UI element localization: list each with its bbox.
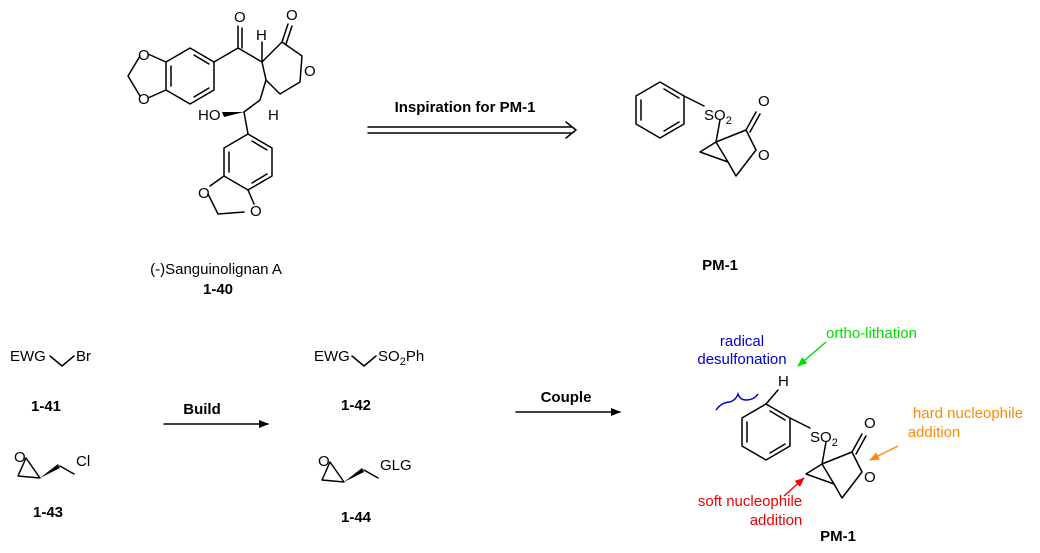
c141-ewg: EWG (10, 348, 46, 365)
pm1-bottom-h: H (778, 373, 789, 390)
c143-number: 1-43 (33, 504, 63, 521)
sang-carbonyl-o: O (234, 9, 246, 26)
hard-arrow (869, 445, 899, 461)
c143-o: O (14, 449, 26, 466)
pm1-bottom-label: PM-1 (820, 528, 856, 545)
sang-lactone-o: O (304, 63, 316, 80)
pm1-bottom-lactone-o: O (864, 469, 876, 486)
ortho-arrow (797, 341, 827, 367)
soft-arrow (783, 477, 805, 497)
pm1-top-lactone-o: O (758, 147, 770, 164)
c144-structure (321, 461, 379, 483)
pm1-bottom-structure (741, 389, 867, 499)
radical-brace (715, 391, 759, 411)
soft-annotation-2: addition (750, 512, 803, 529)
pm1-top-so2: SO2 (704, 107, 732, 127)
c144-glg: GLG (380, 457, 412, 474)
couple-label: Couple (541, 389, 592, 406)
pm1-bottom-so2: SO2 (810, 429, 838, 449)
build-label: Build (183, 401, 221, 418)
c143-cl: Cl (76, 453, 90, 470)
sang-lactone-carbonyl-o: O (286, 7, 298, 24)
sang-dioxole-o3: O (198, 185, 210, 202)
c142-bond (351, 355, 377, 367)
c142-ewg: EWG (314, 348, 350, 365)
c142-number: 1-42 (341, 397, 371, 414)
c144-o: O (318, 453, 330, 470)
inspiration-arrow (367, 121, 577, 139)
radical-annotation-2: desulfonation (697, 351, 786, 368)
radical-annotation-1: radical (720, 333, 764, 350)
sanguinolignan-number: 1-40 (203, 281, 233, 298)
pm1-bottom-carbonyl-o: O (864, 415, 876, 432)
ortho-annotation: ortho-lithation (826, 325, 917, 342)
sanguinolignan-name: (-)Sanguinolignan A (150, 261, 282, 278)
pm1-top-structure (635, 81, 761, 177)
sang-ho: HO (198, 107, 221, 124)
pm1-top-carbonyl-o: O (758, 93, 770, 110)
sang-h-bottom: H (268, 107, 279, 124)
c144-number: 1-44 (341, 509, 372, 526)
c141-number: 1-41 (31, 398, 61, 415)
sang-dioxole-o1: O (138, 47, 150, 64)
c142-so2ph: SO2Ph (378, 348, 424, 368)
c141-br: Br (76, 348, 91, 365)
sang-dioxole-o4: O (250, 203, 262, 220)
soft-annotation-1: soft nucleophile (698, 493, 802, 510)
c143-structure (17, 457, 75, 479)
sanguinolignan-structure (127, 23, 303, 215)
hard-annotation-1: hard nucleophile (913, 405, 1023, 422)
pm1-top-label: PM-1 (702, 257, 738, 274)
sang-dioxole-o2: O (138, 91, 150, 108)
inspiration-label: Inspiration for PM-1 (395, 99, 536, 116)
hard-annotation-2: addition (908, 424, 961, 441)
sang-h-top: H (256, 27, 267, 44)
c141-bond (49, 355, 75, 367)
